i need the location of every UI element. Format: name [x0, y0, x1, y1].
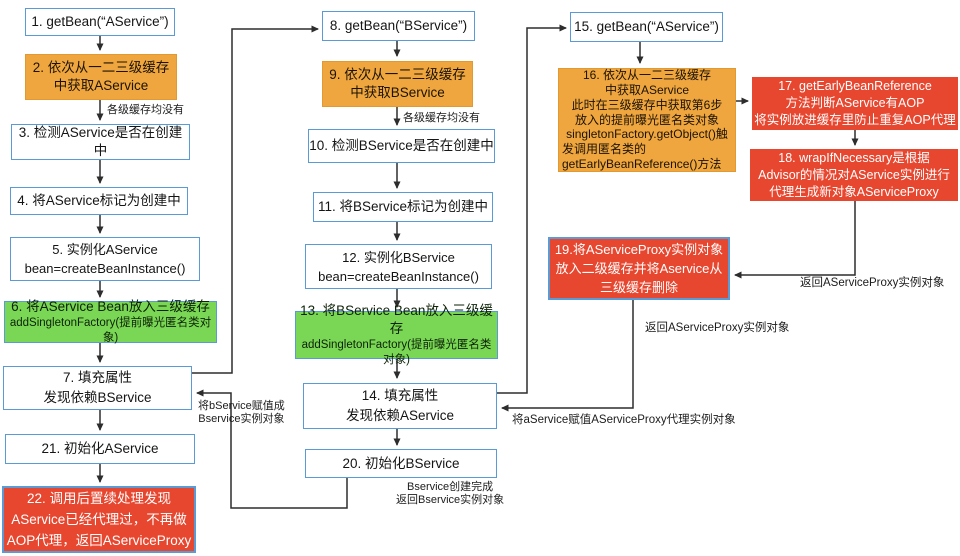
- edge-label-assign-aservice: 将aService赋值AServiceProxy代理实例对象: [512, 414, 736, 426]
- flow-node-step-6: 6. 将AService Bean放入三级缓存 addSingletonFact…: [4, 299, 217, 344]
- node-text: 将实例放进缓存里防止重复AOP代理: [754, 113, 956, 127]
- node-text: 17. getEarlyBeanReference: [778, 79, 932, 93]
- node-text: 中获取AService: [53, 78, 149, 93]
- flow-node-step-11: 11. 将BService标记为创建中: [313, 192, 493, 222]
- node-text: 15. getBean(“AService”): [574, 19, 719, 34]
- flow-node-step-10: 10. 检测BService是否在创建中: [308, 129, 495, 163]
- node-text: 9. 依次从一二三级缓存: [329, 67, 466, 82]
- flow-node-step-2: 2. 依次从一二三级缓存 中获取AService: [25, 54, 177, 100]
- node-text: 放入的提前曝光匿名类对象: [574, 112, 719, 127]
- flow-node-step-1: 1. getBean(“AService”): [25, 8, 175, 36]
- node-text: 5. 实例化AService: [52, 242, 158, 257]
- node-text: 三级缓存删除: [599, 280, 678, 295]
- node-subtext: addSingletonFactory(提前曝光匿名类对象): [301, 339, 492, 366]
- flow-node-step-17: 17. getEarlyBeanReference 方法判断AService有A…: [752, 77, 958, 130]
- flow-arrow-14-to-15: [497, 24, 567, 394]
- node-text: 7. 填充属性: [62, 370, 132, 385]
- flow-node-step-8: 8. getBean(“BService”): [322, 11, 475, 41]
- node-text: 11. 将BService标记为创建中: [317, 199, 489, 214]
- flow-node-step-19: 19.将AServiceProxy实例对象 放入二级缓存并将Aservice从 …: [548, 237, 730, 300]
- node-text: 22. 调用后置续处理发现: [26, 491, 172, 506]
- flow-node-step-5: 5. 实例化AService bean=createBeanInstance(): [10, 237, 200, 281]
- node-text: 8. getBean(“BService”): [329, 18, 468, 33]
- flow-node-step-3: 3. 检测AService是否在创建中: [11, 124, 190, 160]
- node-text: AService已经代理过，不再做: [11, 512, 187, 527]
- flow-arrow-19-to-14: [501, 300, 634, 412]
- node-text: 3. 检测AService是否在创建中: [18, 125, 183, 158]
- flow-node-step-12: 12. 实例化BService bean=createBeanInstance(…: [305, 244, 492, 289]
- edge-label-line: 将bService赋值成: [198, 400, 285, 412]
- edge-label-line: Bservice实例对象: [198, 413, 285, 425]
- node-text: 16. 依次从一二三级缓存: [582, 68, 712, 83]
- node-text: AOP代理，返回AServiceProxy: [6, 533, 192, 548]
- node-text: bean=createBeanInstance(): [24, 261, 186, 276]
- node-text: 方法判断AService有AOP: [785, 96, 925, 110]
- node-text: 发调用匿名类的: [562, 142, 647, 157]
- edge-label-bservice-done: Bservice创建完成 返回Bservice实例对象: [396, 481, 504, 507]
- flow-arrow-18-to-19: [734, 201, 856, 279]
- node-text: 19.将AServiceProxy实例对象: [554, 242, 724, 257]
- node-text: Advisor的情况对AService实例进行: [758, 167, 950, 182]
- node-text: 放入二级缓存并将Aservice从: [555, 261, 723, 276]
- node-text: 2. 依次从一二三级缓存: [32, 60, 170, 75]
- node-text: 发现依赖AService: [345, 408, 455, 423]
- node-text: 中获取BService: [350, 85, 445, 100]
- node-text: 13. 将BService Bean放入三级缓存: [300, 303, 493, 336]
- flow-node-step-13: 13. 将BService Bean放入三级缓存 addSingletonFac…: [295, 303, 498, 366]
- edge-label-return-proxy-mid: 返回AServiceProxy实例对象: [645, 322, 790, 334]
- node-text: getEarlyBeanReference()方法: [562, 157, 722, 171]
- node-text: 4. 将AService标记为创建中: [17, 193, 181, 208]
- node-text: 此时在三级缓存中获取第6步: [571, 97, 723, 112]
- flow-arrow-7-to-8: [192, 25, 319, 374]
- node-text: bean=createBeanInstance(): [318, 268, 479, 284]
- flow-node-step-7: 7. 填充属性 发现依赖BService: [3, 366, 192, 410]
- node-text: 14. 填充属性: [361, 388, 439, 403]
- flow-node-step-4: 4. 将AService标记为创建中: [10, 187, 188, 215]
- node-text: 发现依赖BService: [43, 390, 152, 405]
- edge-label-line: 返回Bservice实例对象: [396, 494, 505, 506]
- node-text: 代理生成新对象AServiceProxy: [769, 184, 939, 199]
- flow-node-step-21: 21. 初始化AService: [5, 434, 195, 464]
- flow-node-step-22: 22. 调用后置续处理发现 AService已经代理过，不再做 AOP代理，返回…: [2, 486, 196, 553]
- edge-label-assign-bservice: 将bService赋值成 Bservice实例对象: [198, 400, 285, 426]
- node-text: 6. 将AService Bean放入三级缓存: [11, 299, 210, 314]
- flow-node-step-15: 15. getBean(“AService”): [570, 12, 723, 42]
- edge-label-no-cache-b: 各级缓存均没有: [403, 112, 480, 124]
- flow-node-step-16: 16. 依次从一二三级缓存 中获取AService 此时在三级缓存中获取第6步 …: [558, 68, 736, 172]
- node-text: 12. 实例化BService: [342, 249, 455, 265]
- flow-node-step-20: 20. 初始化BService: [305, 449, 497, 478]
- node-text: 20. 初始化BService: [342, 455, 460, 471]
- flow-node-step-18: 18. wrapIfNecessary是根据 Advisor的情况对AServi…: [750, 149, 958, 201]
- node-text: 10. 检测BService是否在创建中: [309, 138, 494, 153]
- node-text: 中获取AService: [604, 83, 690, 98]
- edge-label-return-proxy-right: 返回AServiceProxy实例对象: [800, 277, 945, 289]
- node-subtext: addSingletonFactory(提前曝光匿名类对象): [9, 317, 212, 344]
- edge-label-line: Bservice创建完成: [407, 481, 494, 493]
- edge-label-no-cache-a: 各级缓存均没有: [107, 104, 184, 116]
- flow-node-step-14: 14. 填充属性 发现依赖AService: [303, 383, 497, 429]
- flow-node-step-9: 9. 依次从一二三级缓存 中获取BService: [322, 61, 473, 107]
- node-text: 18. wrapIfNecessary是根据: [778, 150, 930, 165]
- node-text: singletonFactory.getObject()触: [566, 127, 728, 142]
- flow-arrow-20-to-7: [196, 389, 348, 509]
- node-text: 1. getBean(“AService”): [31, 14, 169, 29]
- node-text: 21. 初始化AService: [41, 441, 159, 456]
